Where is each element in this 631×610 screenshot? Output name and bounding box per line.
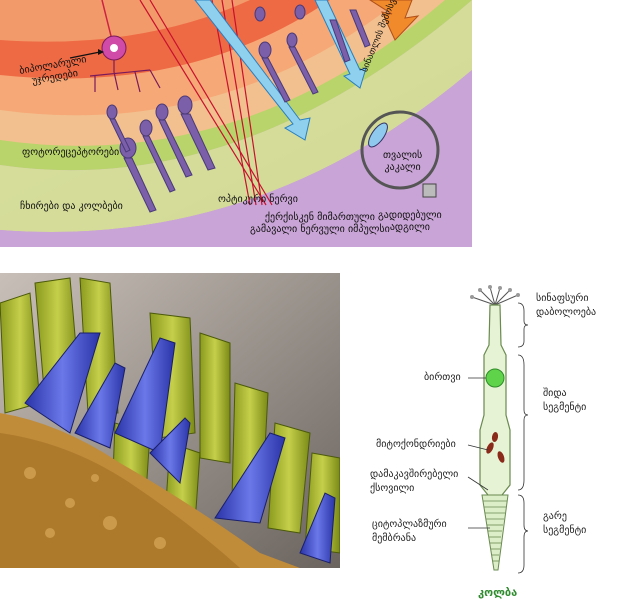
nucleus-label: ბირთვი — [424, 372, 461, 383]
eyeball-label: თვალის კაკალი — [383, 150, 423, 173]
rods-cones-label: ჩხირები და კოლბები — [20, 201, 123, 212]
cone-cell-diagram — [440, 285, 540, 585]
retina-illustration — [0, 0, 472, 247]
sem-micrograph — [0, 273, 340, 568]
impulse-label: ქერქისკენ მიმართული გამავალი ნერვული იმპ… — [250, 212, 390, 235]
cone-title: კოლბა — [478, 586, 518, 599]
enlarged-area-label: გადიდებული ადგილი — [378, 210, 442, 233]
photoreceptors-label: ფოტორეცეპტორები — [22, 147, 120, 158]
optic-nerve-label: ოპტიკური ნერვი — [218, 194, 298, 205]
mitochondria-label: მიტოქონდრიები — [376, 439, 456, 450]
